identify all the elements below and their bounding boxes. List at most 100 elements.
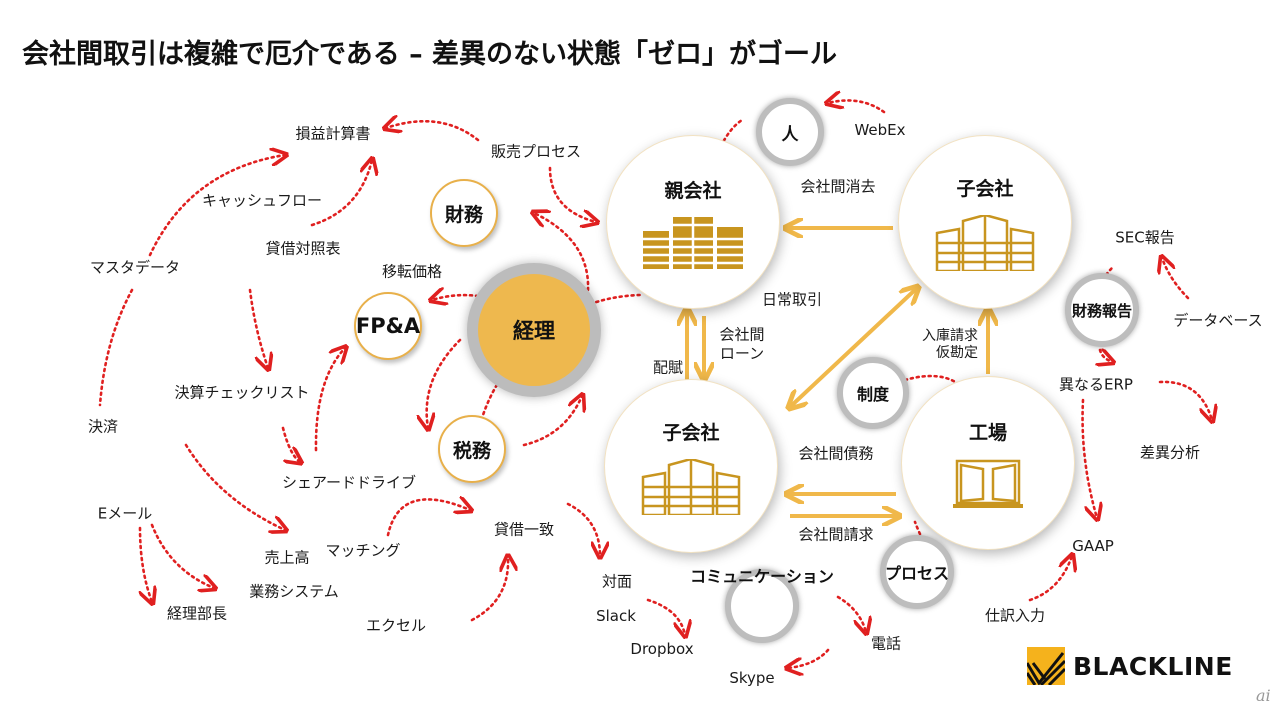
arrow-reconcile-to-f2f — [566, 502, 600, 556]
term-transfer-pricing: 移転価格 — [381, 262, 443, 281]
financial-reporting-hub[interactable]: 財務報告 — [1065, 273, 1139, 347]
term-face-to-face: 対面 — [601, 572, 633, 591]
term-shared-drive: シェアードドライブ — [281, 473, 417, 492]
arrow-checklist-to-fpa — [314, 348, 345, 452]
term-journal: 仕訳入力 — [984, 606, 1046, 625]
factory-icon — [953, 459, 1023, 508]
term-closing-checklist: 決算チェックリスト — [174, 383, 310, 402]
process-hub-label: プロセス — [885, 564, 950, 583]
watermark: ai — [1256, 686, 1271, 705]
fpa-hub-label: FP&A — [355, 314, 421, 338]
subsidiary-top-node[interactable]: 子会社 — [898, 135, 1072, 309]
arrow-slack-to-dropbox — [646, 598, 685, 635]
arrow-zaimuhokoku-to-erp — [1100, 350, 1112, 362]
label-loan-line2: ローン — [719, 344, 765, 363]
term-sec: SEC報告 — [1115, 228, 1175, 247]
arrow-bs-to-pl — [310, 160, 372, 227]
arrow-keiri-up — [534, 213, 590, 292]
finance-hub[interactable]: 財務 — [430, 179, 498, 247]
arrow-zeimu-to-sub — [522, 396, 582, 447]
label-receipt-line2: 仮勘定 — [936, 345, 978, 361]
label-elimination: 会社間消去 — [800, 177, 876, 196]
arrow-bs-to-checklist — [248, 288, 268, 368]
term-gaap: GAAP — [1072, 537, 1114, 555]
communication-hub-label: コミュニケーション — [690, 567, 834, 586]
label-receipt-line1: 入庫請求 — [922, 328, 978, 344]
building-outline-icon — [935, 214, 1035, 271]
term-master-data: マスタデータ — [89, 258, 181, 277]
arrow-journal-to-gaap — [1028, 556, 1072, 602]
blackline-logo: BLACKLINE — [1027, 647, 1233, 685]
parent-company-node[interactable]: 親会社 — [606, 135, 780, 309]
blackline-logo-text: BLACKLINE — [1073, 651, 1233, 681]
regulation-hub-label: 制度 — [856, 385, 889, 404]
tax-hub[interactable]: 税務 — [438, 415, 506, 483]
accounting-hub[interactable]: 経理 — [467, 263, 601, 397]
blackline-logo-mark-icon — [1027, 647, 1065, 685]
label-allocation: 配賦 — [652, 358, 684, 377]
people-hub[interactable]: 人 — [756, 98, 824, 166]
term-dropbox: Dropbox — [630, 640, 694, 658]
term-settlement: 決済 — [87, 417, 119, 436]
subsidiary-bottom-node[interactable]: 子会社 — [604, 379, 778, 553]
factory-node[interactable]: 工場 — [901, 376, 1075, 550]
term-excel: エクセル — [365, 616, 427, 635]
term-variance: 差異分析 — [1139, 443, 1201, 462]
arrow-email-to-system — [150, 523, 214, 588]
arrow-erp-to-gaap — [1081, 398, 1097, 518]
term-pl: 損益計算書 — [295, 124, 371, 143]
regulation-hub[interactable]: 制度 — [837, 357, 909, 429]
arrow-sales-to-pl — [386, 121, 480, 142]
term-reconcile: 貸借一致 — [493, 520, 555, 539]
term-erp: 異なるERP — [1059, 375, 1133, 394]
arrow-erp-to-variance — [1158, 380, 1212, 420]
factory-label: 工場 — [968, 421, 1007, 444]
arrow-keiri-to-zeimu — [427, 338, 462, 428]
subsidiary-bottom-label: 子会社 — [662, 421, 720, 444]
building-outline-icon — [641, 458, 741, 515]
subsidiary-top-label: 子会社 — [956, 177, 1014, 200]
term-slack: Slack — [596, 607, 636, 625]
label-payables: 会社間債務 — [798, 444, 874, 463]
people-hub-label: 人 — [781, 124, 799, 145]
term-email: Eメール — [97, 504, 153, 523]
term-matching: マッチング — [325, 541, 401, 560]
label-daily-transactions: 日常取引 — [761, 290, 823, 309]
finance-hub-label: 財務 — [444, 203, 483, 226]
arrow-db-to-sec — [1162, 258, 1190, 300]
arrow-email-to-controller — [140, 526, 152, 602]
arrow-excel-to-reconcile — [470, 557, 508, 622]
arrow-master-to-pl — [148, 155, 285, 257]
term-skype: Skype — [729, 669, 775, 687]
term-bs: 貸借対照表 — [265, 239, 341, 258]
accounting-hub-label: 経理 — [513, 319, 555, 343]
arrow-master-to-settle — [98, 288, 134, 407]
page-title: 会社間取引は複雑で厄介である – 差異のない状態「ゼロ」がゴール — [22, 39, 838, 70]
label-loan-line1: 会社間 — [719, 325, 765, 344]
arrow-diagonal — [790, 288, 917, 407]
term-revenue: 売上高 — [264, 548, 310, 567]
communication-hub[interactable]: コミュニケーション — [690, 567, 834, 643]
arrow-matching-to-reconcile — [386, 499, 470, 537]
process-hub[interactable]: プロセス — [880, 535, 954, 609]
tax-hub-label: 税務 — [452, 439, 491, 462]
parent-company-label: 親会社 — [664, 179, 722, 202]
label-billing: 会社間請求 — [798, 525, 874, 544]
term-database: データベース — [1173, 311, 1263, 330]
financial-reporting-hub-label: 財務報告 — [1071, 301, 1132, 320]
building-icon — [643, 216, 743, 269]
term-business-system: 業務システム — [249, 582, 339, 601]
arrow-comm-to-skype — [788, 648, 830, 668]
arrow-sales-to-parent — [548, 166, 596, 222]
term-controller: 経理部長 — [166, 604, 228, 623]
term-webex: WebEx — [854, 121, 906, 139]
arrow-checklist-to-drive — [281, 426, 300, 462]
arrow-comm-to-phone — [836, 595, 866, 632]
fpa-hub[interactable]: FP&A — [354, 292, 422, 360]
arrow-keiri-to-fpa — [432, 295, 480, 300]
arrow-webex-to-hito — [828, 100, 886, 114]
term-cashflow: キャッシュフロー — [201, 191, 323, 210]
term-phone: 電話 — [870, 634, 902, 653]
term-sales-process: 販売プロセス — [490, 142, 582, 161]
